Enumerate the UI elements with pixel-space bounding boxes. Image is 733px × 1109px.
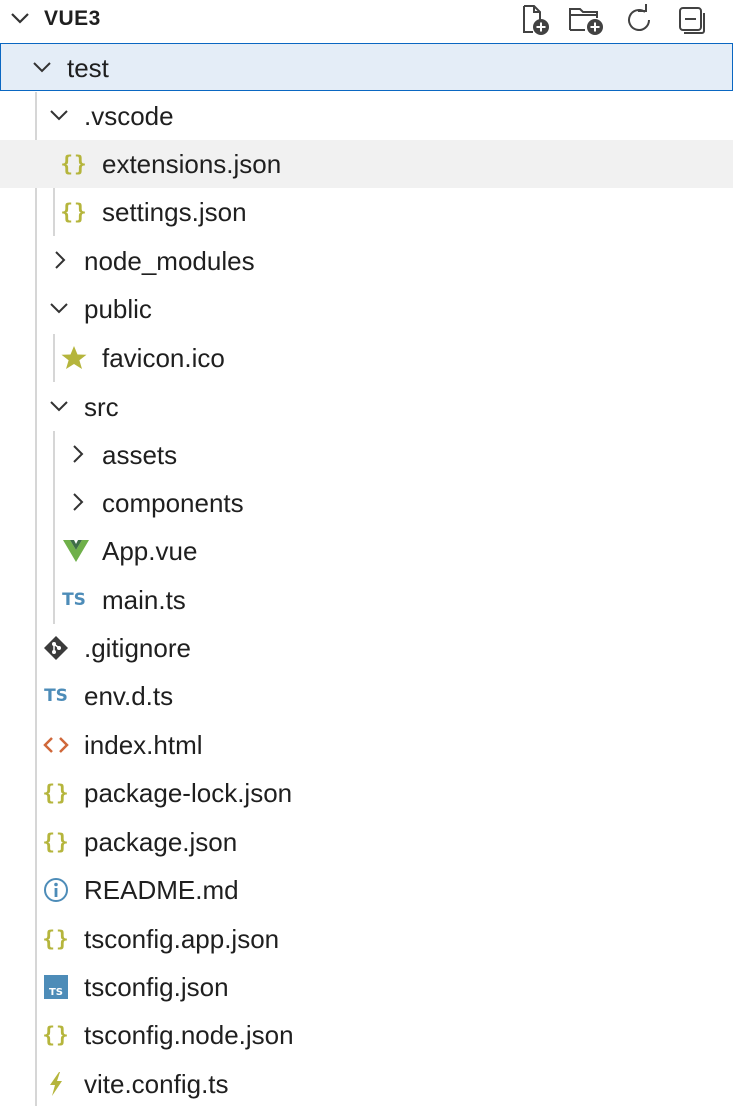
vite-icon	[50, 1072, 62, 1096]
chevron-right-icon	[73, 493, 84, 511]
indent-guide	[53, 140, 55, 236]
tree-item-label: main.ts	[102, 585, 186, 615]
tree-item-label: .gitignore	[84, 633, 191, 663]
chevron-down-icon	[50, 303, 68, 314]
tree-file-vite-config-ts[interactable]: vite.config.ts	[0, 1060, 733, 1108]
tree-item-label: README.md	[84, 875, 239, 905]
chevron-right-icon	[55, 251, 66, 269]
new-file-button[interactable]	[512, 2, 558, 38]
tree-item-label: test	[67, 53, 109, 83]
json-icon: {}	[60, 200, 88, 224]
git-icon	[44, 636, 68, 660]
tree-item-label: tsconfig.node.json	[84, 1020, 294, 1050]
html-icon	[43, 737, 69, 753]
chevron-down-icon	[50, 401, 68, 412]
svg-text:TS: TS	[49, 987, 63, 998]
tree-item-label: vite.config.ts	[84, 1069, 229, 1099]
tree-item-label: index.html	[84, 730, 203, 760]
tree-file-tsconfig-app-json[interactable]: {} tsconfig.app.json	[0, 915, 733, 963]
tree-folder-test[interactable]: test	[0, 43, 733, 91]
tree-item-label: assets	[102, 440, 178, 470]
tree-folder-components[interactable]: components	[0, 479, 733, 527]
explorer-header[interactable]: VUE3	[0, 0, 733, 40]
tree-folder-public[interactable]: public	[0, 285, 733, 333]
explorer-actions	[512, 2, 714, 38]
tree-item-label: components	[102, 488, 244, 518]
chevron-right-icon	[73, 445, 84, 463]
tree-item-label: public	[84, 294, 152, 324]
refresh-icon	[628, 4, 650, 31]
tree-item-label: .vscode	[84, 101, 174, 131]
indent-guide	[53, 431, 55, 624]
json-icon: {}	[60, 152, 88, 176]
json-icon: {}	[42, 927, 70, 951]
new-folder-button[interactable]	[564, 2, 610, 38]
json-icon: {}	[42, 781, 70, 805]
tree-file-app-vue[interactable]: App.vue	[0, 527, 733, 575]
tree-file-settings-json[interactable]: {} settings.json	[0, 188, 733, 236]
tree-file-package-json[interactable]: {} package.json	[0, 818, 733, 866]
workspace-title: VUE3	[44, 7, 101, 30]
tree-file-index-html[interactable]: index.html	[0, 721, 733, 769]
tree-file-gitignore[interactable]: .gitignore	[0, 624, 733, 672]
tree-item-label: package.json	[84, 827, 238, 857]
collapse-all-icon	[679, 7, 705, 34]
tree-folder-node-modules[interactable]: node_modules	[0, 237, 733, 285]
tree-file-extensions-json[interactable]: {} extensions.json	[0, 140, 733, 188]
tree-file-main-ts[interactable]: TS main.ts	[0, 576, 733, 624]
tree-item-label: settings.json	[102, 197, 247, 227]
star-icon	[61, 346, 87, 369]
new-file-icon	[523, 5, 549, 35]
tree-item-label: node_modules	[84, 246, 255, 276]
chevron-down-icon	[33, 62, 51, 73]
indent-guide	[53, 334, 55, 382]
chevron-down-icon[interactable]	[6, 4, 34, 32]
refresh-button[interactable]	[616, 2, 662, 38]
new-folder-icon	[569, 8, 603, 35]
collapse-all-button[interactable]	[668, 2, 714, 38]
vue-icon	[63, 540, 89, 562]
tree-item-label: tsconfig.app.json	[84, 924, 280, 954]
tree-item-label: tsconfig.json	[84, 972, 229, 1002]
tree-item-label: favicon.ico	[102, 343, 225, 373]
tree-file-favicon[interactable]: favicon.ico	[0, 334, 733, 382]
tree-file-tsconfig-json[interactable]: TS tsconfig.json	[0, 963, 733, 1011]
tree-item-label: env.d.ts	[84, 681, 174, 711]
tree-file-readme[interactable]: README.md	[0, 866, 733, 914]
typescript-icon: TS	[44, 686, 68, 706]
tree-item-label: extensions.json	[102, 149, 282, 179]
chevron-down-icon	[50, 110, 68, 121]
tree-file-env-d-ts[interactable]: TS env.d.ts	[0, 672, 733, 720]
tree-folder-src[interactable]: src	[0, 383, 733, 431]
indent-guide	[35, 92, 37, 1106]
tree-item-label: package-lock.json	[84, 778, 293, 808]
json-icon: {}	[42, 1023, 70, 1047]
json-icon: {}	[42, 830, 70, 854]
tree-item-label: App.vue	[102, 536, 198, 566]
tree-folder-vscode[interactable]: .vscode	[0, 92, 733, 140]
tree-folder-assets[interactable]: assets	[0, 431, 733, 479]
tsconfig-icon: TS	[44, 975, 68, 999]
info-icon	[44, 878, 68, 902]
tree-item-label: src	[84, 392, 119, 422]
typescript-icon: TS	[62, 590, 86, 610]
tree-file-package-lock-json[interactable]: {} package-lock.json	[0, 769, 733, 817]
tree-file-tsconfig-node-json[interactable]: {} tsconfig.node.json	[0, 1011, 733, 1059]
